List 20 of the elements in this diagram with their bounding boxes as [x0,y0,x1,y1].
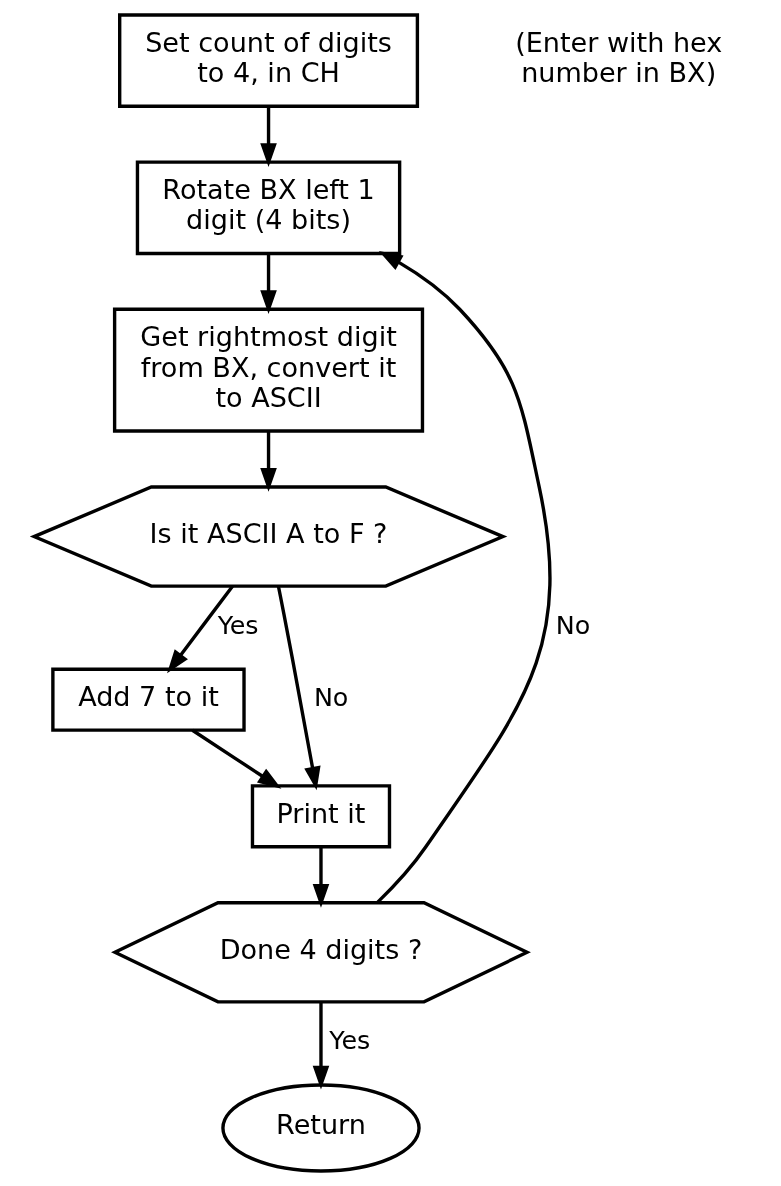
edge-label: Yes [329,1025,371,1056]
arrow [167,585,234,674]
arrow [260,107,277,167]
node-box: Set count of digits to 4, in CH [118,13,420,108]
arrow [276,586,321,791]
node-box: Add 7 to it [51,667,246,732]
arrow [260,431,277,492]
arrow [376,251,552,904]
arrow [312,846,330,908]
arrow [191,728,282,789]
node-box: Rotate BX left 1 digit (4 bits) [135,160,402,256]
node-box: Get rightmost digit from BX, convert it to ASCII [112,307,425,433]
edge-label: Yes [217,609,259,640]
node-box: Print it [250,784,392,849]
edge-label: No [555,609,591,640]
arrow [260,253,277,315]
label: (Enter with hex number in BX) [515,26,723,89]
node-ellipse: Return [221,1083,421,1173]
arrow [312,1002,330,1090]
edge-label: No [313,681,349,712]
